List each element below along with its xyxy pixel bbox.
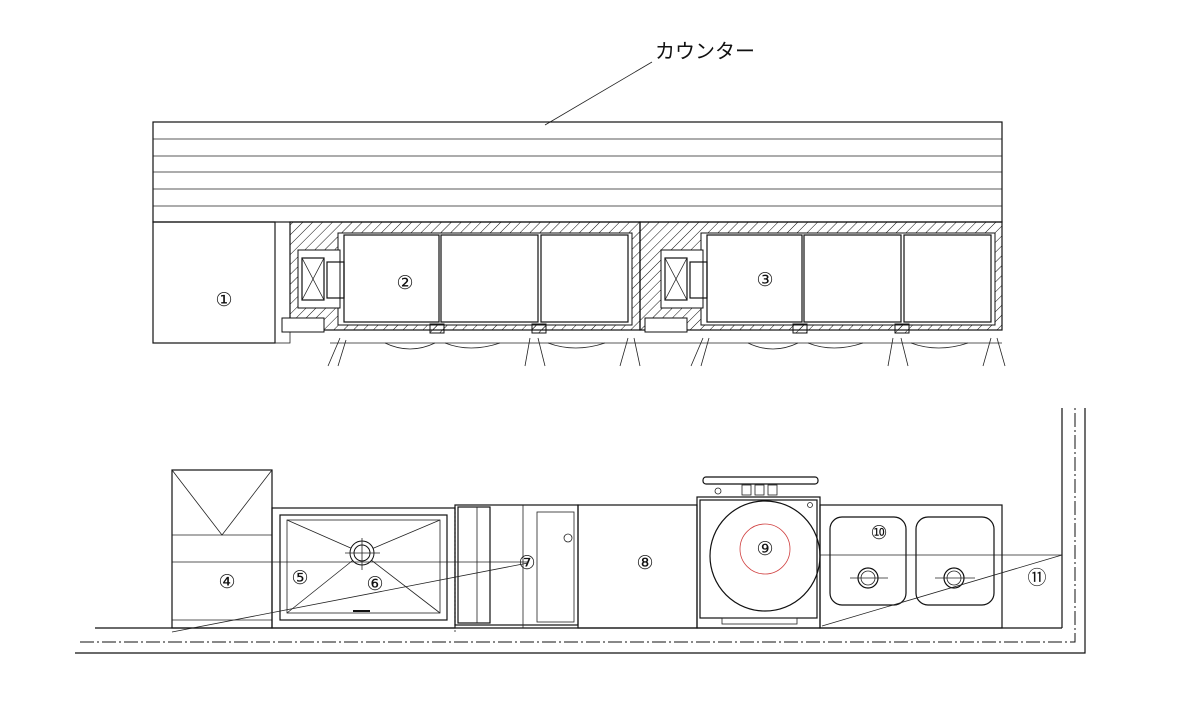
label-4: ④ (218, 571, 235, 593)
label-1: ① (215, 289, 232, 311)
label-3: ③ (756, 269, 773, 291)
refrigerator-unit-3: ③ (639, 221, 1006, 367)
sink-unit-10: ⑩ (819, 504, 1003, 629)
walls (75, 408, 1086, 654)
label-5: ⑤ (291, 567, 308, 589)
refrigerator-unit-2: ② (281, 221, 641, 367)
cooker-unit-9: ⑨ (696, 476, 821, 629)
label-8: ⑧ (636, 552, 653, 574)
label-6: ⑥ (366, 573, 383, 595)
unit-1: ① (152, 221, 291, 344)
unit-7: ⑦ (454, 504, 579, 632)
label-2: ② (396, 272, 413, 294)
counter-top (152, 121, 1003, 223)
counter-label: カウンター (655, 39, 755, 63)
label-10: ⑩ (870, 522, 887, 544)
label-11: ⑪ (1027, 567, 1046, 589)
sink-unit-5: ⑤ ⑥ (271, 507, 456, 629)
section-lines (171, 554, 1063, 633)
label-9: ⑨ (756, 538, 773, 560)
counter-leader-line (544, 61, 653, 126)
burner-ring (739, 523, 791, 575)
unit-4: ④ (171, 469, 273, 629)
unit-8: ⑧ (577, 504, 698, 629)
